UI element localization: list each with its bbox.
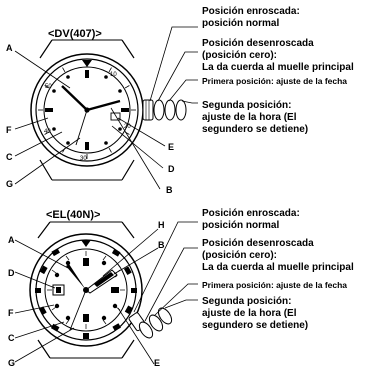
dv407-label-c: C: [6, 152, 13, 162]
dv407-pos3-line1: Primera posición: ajuste de la fecha: [202, 76, 347, 86]
dv407-watch: <DV(407)> 10 20 30 40: [6, 6, 354, 195]
el40n-pos4-line2: ajuste de la hora (El: [202, 308, 297, 319]
dv407-label-g: G: [6, 179, 13, 189]
dv407-pos4-line3: segundero se detiene): [202, 124, 308, 135]
dv407-label-d: D: [168, 164, 175, 174]
el40n-watch: <EL(40N)>: [8, 208, 354, 368]
el40n-pos3-line1: Primera posición: ajuste de la fecha: [202, 280, 347, 290]
dv407-pos4-line2: ajuste de la hora (El: [202, 112, 297, 123]
el40n-pos4-line1: Segunda posición:: [202, 296, 291, 307]
el40n-position-texts: Posición enroscada: posición normal Posi…: [202, 208, 354, 331]
el40n-pos4-line3: segundero se detiene): [202, 320, 308, 331]
el40n-pos2-line2: (posición cero):: [202, 250, 277, 261]
el40n-pos2-line3: La da cuerda al muelle principal: [202, 262, 354, 273]
el40n-label-d: D: [8, 268, 15, 278]
el40n-crown: [128, 307, 173, 339]
el40n-label-g: G: [8, 358, 15, 368]
bezel-50: 50: [45, 84, 52, 90]
bezel-30: 30: [80, 156, 87, 162]
dv407-label-f: F: [6, 125, 12, 135]
dv407-date-window: [110, 112, 121, 121]
bezel-10: 10: [110, 72, 117, 78]
dv407-crown: [142, 99, 187, 121]
el40n-label-h: H: [158, 220, 165, 230]
dv407-position-texts: Posición enroscada: posición normal Posi…: [202, 6, 354, 135]
dv407-label-b: B: [166, 185, 173, 195]
dv407-pos2-line2: (posición cero):: [202, 50, 277, 61]
bezel-40: 40: [44, 129, 51, 135]
dv407-title: <DV(407)>: [48, 28, 102, 40]
dv407-label-a: A: [6, 43, 13, 53]
el40n-title: <EL(40N)>: [46, 209, 100, 221]
dv407-label-e: E: [168, 142, 174, 152]
el40n-pos2-line1: Posición desenroscada: [202, 238, 314, 249]
dv407-pos1-line2: posición normal: [202, 18, 279, 29]
el40n-label-b: B: [158, 240, 165, 250]
dv407-pos4-line1: Segunda posición:: [202, 100, 291, 111]
dv407-pos2-line1: Posición desenroscada: [202, 38, 314, 49]
el40n-pos1-line2: posición normal: [202, 220, 279, 231]
el40n-pos1-line1: Posición enroscada:: [202, 208, 300, 219]
el40n-label-c: C: [8, 333, 15, 343]
dv407-pos1-line1: Posición enroscada:: [202, 6, 300, 17]
el40n-label-e: E: [154, 358, 160, 368]
el40n-label-f: F: [8, 308, 14, 318]
dv407-pos2-line3: La da cuerda al muelle principal: [202, 62, 354, 73]
el40n-label-a: A: [8, 235, 15, 245]
bezel-20: 20: [124, 124, 131, 130]
